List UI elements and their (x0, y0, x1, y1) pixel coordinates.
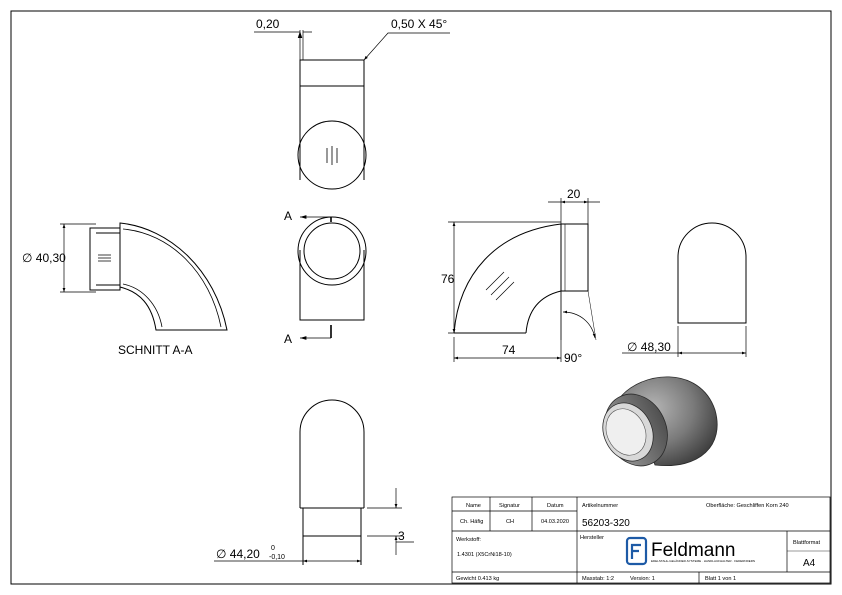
dim-chamfer-width: 0,20 (256, 17, 280, 31)
tb-manufacturer-label: Hersteller (580, 535, 604, 541)
dim-length-74: 74 (502, 343, 516, 357)
tb-sheet: Blatt 1 von 1 (705, 576, 736, 582)
tb-surface-label: Oberfläche: Geschliffen Korn 240 (706, 503, 789, 509)
dim-outer-diameter: ∅ 48,30 (627, 340, 671, 354)
feldmann-logo-icon (625, 536, 648, 566)
tb-part-number-label: Artikelnummer (582, 503, 618, 509)
tb-name-header: Name (466, 503, 481, 509)
isometric-render (602, 376, 718, 467)
tb-signature: CH (506, 519, 514, 525)
dim-spigot-diameter: ∅ 44,20 (216, 547, 260, 561)
side-view (448, 198, 600, 362)
section-label-bottom: A (284, 332, 292, 346)
tb-scale: Masstab: 1:2 (582, 576, 614, 582)
front-view (297, 215, 367, 340)
tb-part-number: 56203-320 (582, 518, 630, 529)
dim-section-diameter: ∅ 40,30 (22, 251, 66, 265)
tb-sheet-format-label: Blattformat (793, 540, 820, 546)
tb-signature-header: Signatur (499, 503, 520, 509)
dim-step-3: 3 (398, 529, 405, 543)
tb-material: 1.4301 (X5CrNi18-10) (457, 552, 512, 558)
brand-name: Feldmann (651, 540, 736, 561)
tb-date: 04.03.2020 (541, 519, 569, 525)
section-caption: SCHNITT A-A (118, 343, 192, 357)
section-label-top: A (284, 209, 292, 223)
tb-material-label: Werkstoff: (456, 537, 481, 543)
tb-date-header: Datum (547, 503, 564, 509)
dim-tol-lower: -0,10 (269, 554, 285, 561)
sheet-border (10, 10, 832, 585)
top-view (254, 30, 450, 190)
tb-version: Version: 1 (630, 576, 655, 582)
dim-height-76: 76 (441, 272, 455, 286)
title-block (451, 496, 831, 584)
dim-chamfer: 0,50 X 45° (391, 17, 447, 31)
dim-tol-upper: 0 (271, 545, 275, 552)
tb-drawn-by: Ch. Häfig (460, 519, 483, 525)
tb-sheet-format: A4 (803, 558, 816, 569)
brand-slogan: EDELSTAHL-GELÄNDER-SYSTEME · HANDLAUFHAL… (651, 559, 755, 563)
bottom-view (214, 399, 414, 565)
dim-length-20: 20 (567, 187, 581, 201)
section-view (60, 222, 228, 331)
dim-angle: 90° (564, 351, 582, 365)
tb-weight: Gewicht 0.413 kg (456, 576, 499, 582)
right-view (622, 222, 747, 357)
